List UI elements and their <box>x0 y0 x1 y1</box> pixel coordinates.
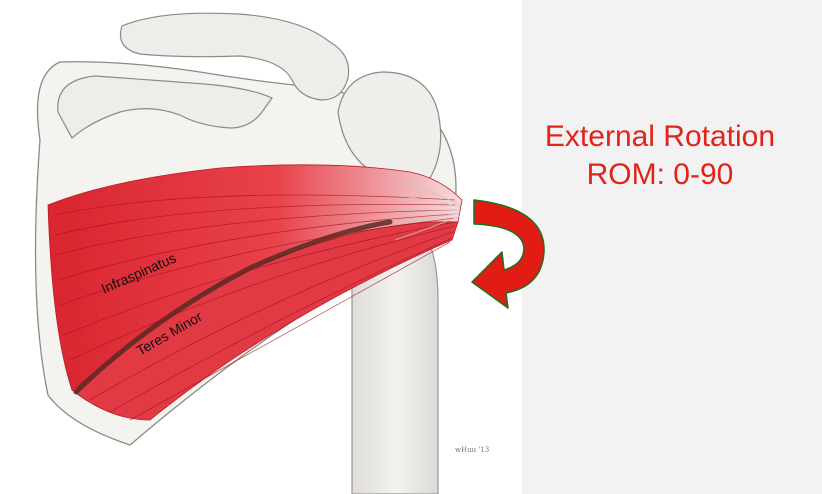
shoulder-drawing: Infraspinatus Teres Minor wHuu '13 <box>0 0 522 494</box>
anatomy-illustration: Infraspinatus Teres Minor wHuu '13 <box>0 0 522 494</box>
curved-arrow-icon <box>460 190 570 320</box>
title-line-2: ROM: 0-90 <box>505 160 815 190</box>
artist-signature: wHuu '13 <box>455 446 489 454</box>
title-line-1: External Rotation <box>505 122 815 152</box>
